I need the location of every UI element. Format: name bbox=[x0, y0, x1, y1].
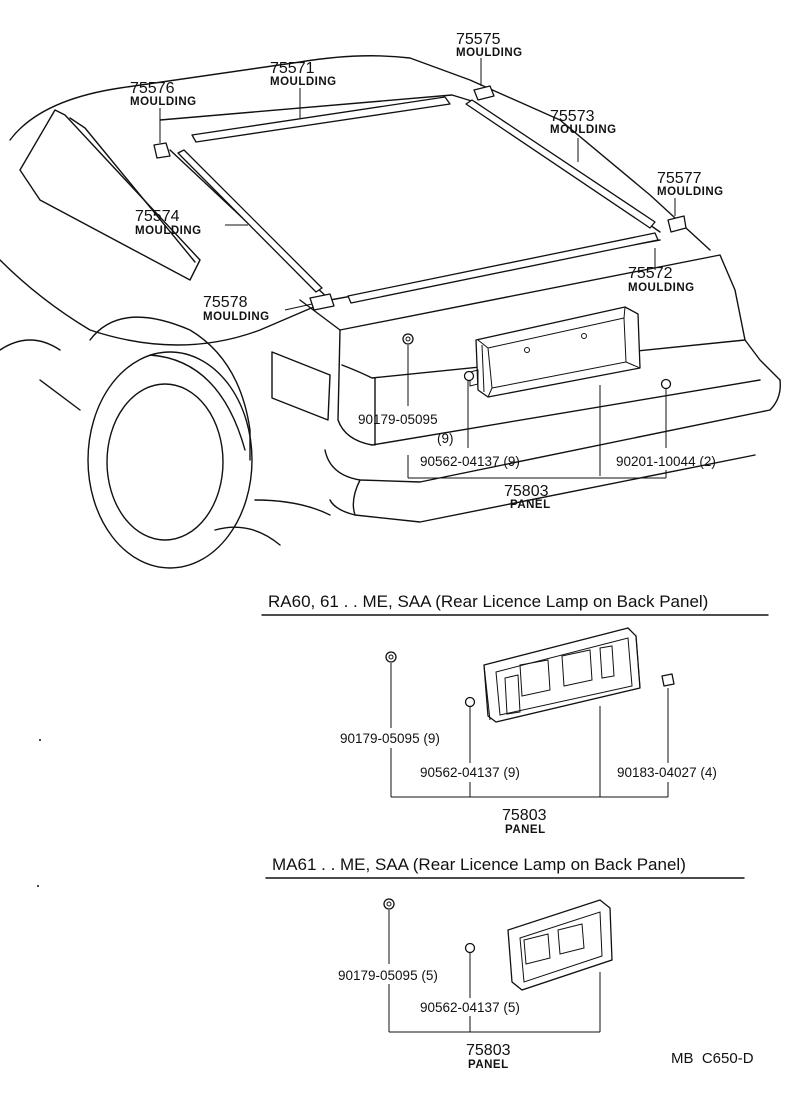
section-ma: MA61 . . ME, SAA (Rear Licence Lamp on B… bbox=[265, 855, 745, 1071]
ra-part-c: 90183-04027 (4) bbox=[617, 765, 717, 780]
callout-75576-number: 75576 bbox=[130, 80, 175, 97]
main-part-a: 90179-05095 bbox=[358, 412, 438, 427]
nut-90562-ma-icon bbox=[464, 942, 476, 954]
nut-90201-icon bbox=[660, 378, 672, 390]
ma-panel-name: PANEL bbox=[468, 1059, 509, 1071]
callout-75575-name: MOULDING bbox=[456, 47, 523, 59]
callout-75573-name: MOULDING bbox=[550, 124, 617, 136]
nut-90183-ra-icon bbox=[661, 673, 675, 687]
moulding-75575 bbox=[473, 85, 495, 101]
ma-panel-number: 75803 bbox=[466, 1042, 511, 1059]
main-part-b: 90562-04137 (9) bbox=[420, 454, 520, 469]
nut-90562-icon bbox=[463, 370, 475, 382]
section-ra-title: RA60, 61 . . ME, SAA (Rear Licence Lamp … bbox=[268, 592, 708, 611]
callout-75572-name: MOULDING bbox=[628, 282, 695, 294]
back-panel-ma bbox=[507, 899, 613, 991]
moulding-75576 bbox=[153, 142, 171, 159]
main-fasteners bbox=[402, 333, 672, 390]
ra-panel-name: PANEL bbox=[505, 824, 546, 836]
car-body-illustration bbox=[0, 55, 781, 569]
clip-90179-ra-icon bbox=[385, 651, 397, 663]
main-part-labels: 90179-05095 (9) 90562-04137 (9) 90201-10… bbox=[358, 412, 716, 511]
moulding-75573 bbox=[465, 99, 656, 229]
ma-part-a: 90179-05095 (5) bbox=[338, 968, 438, 983]
moulding-75578 bbox=[309, 293, 335, 311]
callout-75574-number: 75574 bbox=[135, 208, 180, 225]
nut-90562-ra-icon bbox=[464, 696, 476, 708]
section-ra: RA60, 61 . . ME, SAA (Rear Licence Lamp … bbox=[261, 592, 769, 836]
moulding-75571 bbox=[191, 96, 451, 143]
moulding-leaders bbox=[159, 58, 676, 311]
moulding-75574 bbox=[177, 149, 323, 293]
callout-75578-number: 75578 bbox=[203, 294, 248, 311]
callout-75578-name: MOULDING bbox=[203, 311, 270, 323]
license-panel-main bbox=[469, 306, 641, 398]
back-panel-ra bbox=[483, 627, 641, 723]
moulding-75572 bbox=[347, 232, 659, 304]
callout-75576-name: MOULDING bbox=[130, 96, 197, 108]
callout-75575-number: 75575 bbox=[456, 31, 501, 48]
ma-part-b: 90562-04137 (5) bbox=[420, 1000, 520, 1015]
ra-part-b: 90562-04137 (9) bbox=[420, 765, 520, 780]
callout-75577-name: MOULDING bbox=[657, 186, 724, 198]
clip-90179-icon bbox=[402, 333, 414, 345]
section-ma-title: MA61 . . ME, SAA (Rear Licence Lamp on B… bbox=[272, 855, 686, 874]
speck bbox=[39, 739, 41, 741]
callout-75577-number: 75577 bbox=[657, 170, 702, 187]
callout-75573-number: 75573 bbox=[550, 108, 595, 125]
callout-75571-number: 75571 bbox=[270, 60, 315, 77]
speck bbox=[37, 885, 39, 887]
main-part-c: 90201-10044 (2) bbox=[616, 454, 716, 469]
main-panel-number: 75803 bbox=[504, 483, 549, 500]
main-part-a-qty: (9) bbox=[437, 431, 454, 446]
main-panel-name: PANEL bbox=[510, 499, 551, 511]
callout-75571-name: MOULDING bbox=[270, 76, 337, 88]
mouldings bbox=[153, 85, 687, 311]
ra-part-a: 90179-05095 (9) bbox=[340, 731, 440, 746]
moulding-callouts: 75571 MOULDING 75575 MOULDING 75576 MOUL… bbox=[130, 31, 724, 323]
callout-75574-name: MOULDING bbox=[135, 225, 202, 237]
clip-90179-ma-icon bbox=[383, 898, 395, 910]
ra-panel-number: 75803 bbox=[502, 807, 547, 824]
moulding-75577 bbox=[667, 215, 687, 233]
callout-75572-number: 75572 bbox=[628, 265, 673, 282]
main-leaders bbox=[407, 345, 667, 479]
diagram-code: MB C650-D bbox=[671, 1050, 754, 1067]
